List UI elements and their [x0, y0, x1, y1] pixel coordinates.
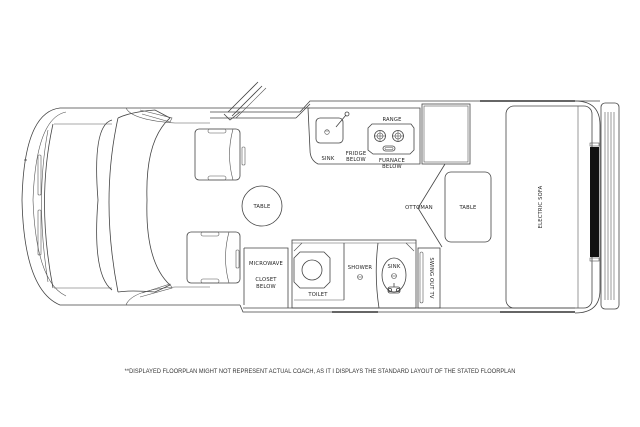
- microwave-label: MICROWAVE: [249, 261, 283, 267]
- front-seat-passenger: [194, 128, 246, 181]
- bathroom: TOILET SHOWER SINK: [291, 239, 417, 309]
- rear-bumper: [600, 102, 620, 310]
- swing-out-tv-label: SWING OUT TV: [428, 257, 434, 299]
- entry-door: [223, 81, 267, 121]
- cab-front: [21, 107, 310, 306]
- table-front-label: TABLE: [252, 204, 270, 210]
- front-table: TABLE: [241, 185, 283, 227]
- kitchen-sink-label: SINK: [322, 156, 335, 162]
- toilet-label: TOILET: [307, 292, 328, 298]
- kitchen-galley: SINK FRIDGE BELOW RANGE FURNACE BELOW: [307, 103, 471, 170]
- fridge-sub-label: BELOW: [346, 157, 366, 163]
- furnace-label: FURNACE: [379, 158, 405, 164]
- closet-sub-label: BELOW: [256, 284, 276, 290]
- electric-sofa-label: ELECTRIC SOFA: [538, 185, 544, 228]
- kitchen-cabinet: [421, 103, 471, 165]
- fridge-label: FRIDGE: [346, 151, 367, 157]
- range-cooktop: [367, 123, 415, 155]
- range-label: RANGE: [382, 117, 401, 123]
- rear-window: [589, 142, 600, 262]
- bath-sink-label: SINK: [388, 264, 401, 270]
- toilet: [293, 251, 331, 289]
- kitchen-sink: [315, 117, 344, 144]
- front-seat-driver: [186, 231, 241, 284]
- closet-label: CLOSET: [255, 277, 277, 283]
- floorplan-disclaimer: **DISPLAYED FLOORPLAN MIGHT NOT REPRESEN…: [124, 368, 516, 375]
- shower-label: SHOWER: [348, 265, 373, 271]
- table-rear-label: TABLE: [458, 205, 476, 211]
- furnace-sub-label: BELOW: [382, 164, 402, 170]
- rear-table: TABLE: [444, 171, 492, 243]
- ottoman-label: OTTOMAN: [405, 205, 433, 211]
- swing-out-tv: SWING OUT TV: [417, 247, 441, 309]
- microwave-closet: MICROWAVE CLOSET BELOW: [243, 247, 289, 308]
- electric-sofa: ELECTRIC SOFA: [505, 105, 593, 309]
- bath-sink: [381, 257, 407, 293]
- ottoman: OTTOMAN: [405, 163, 446, 248]
